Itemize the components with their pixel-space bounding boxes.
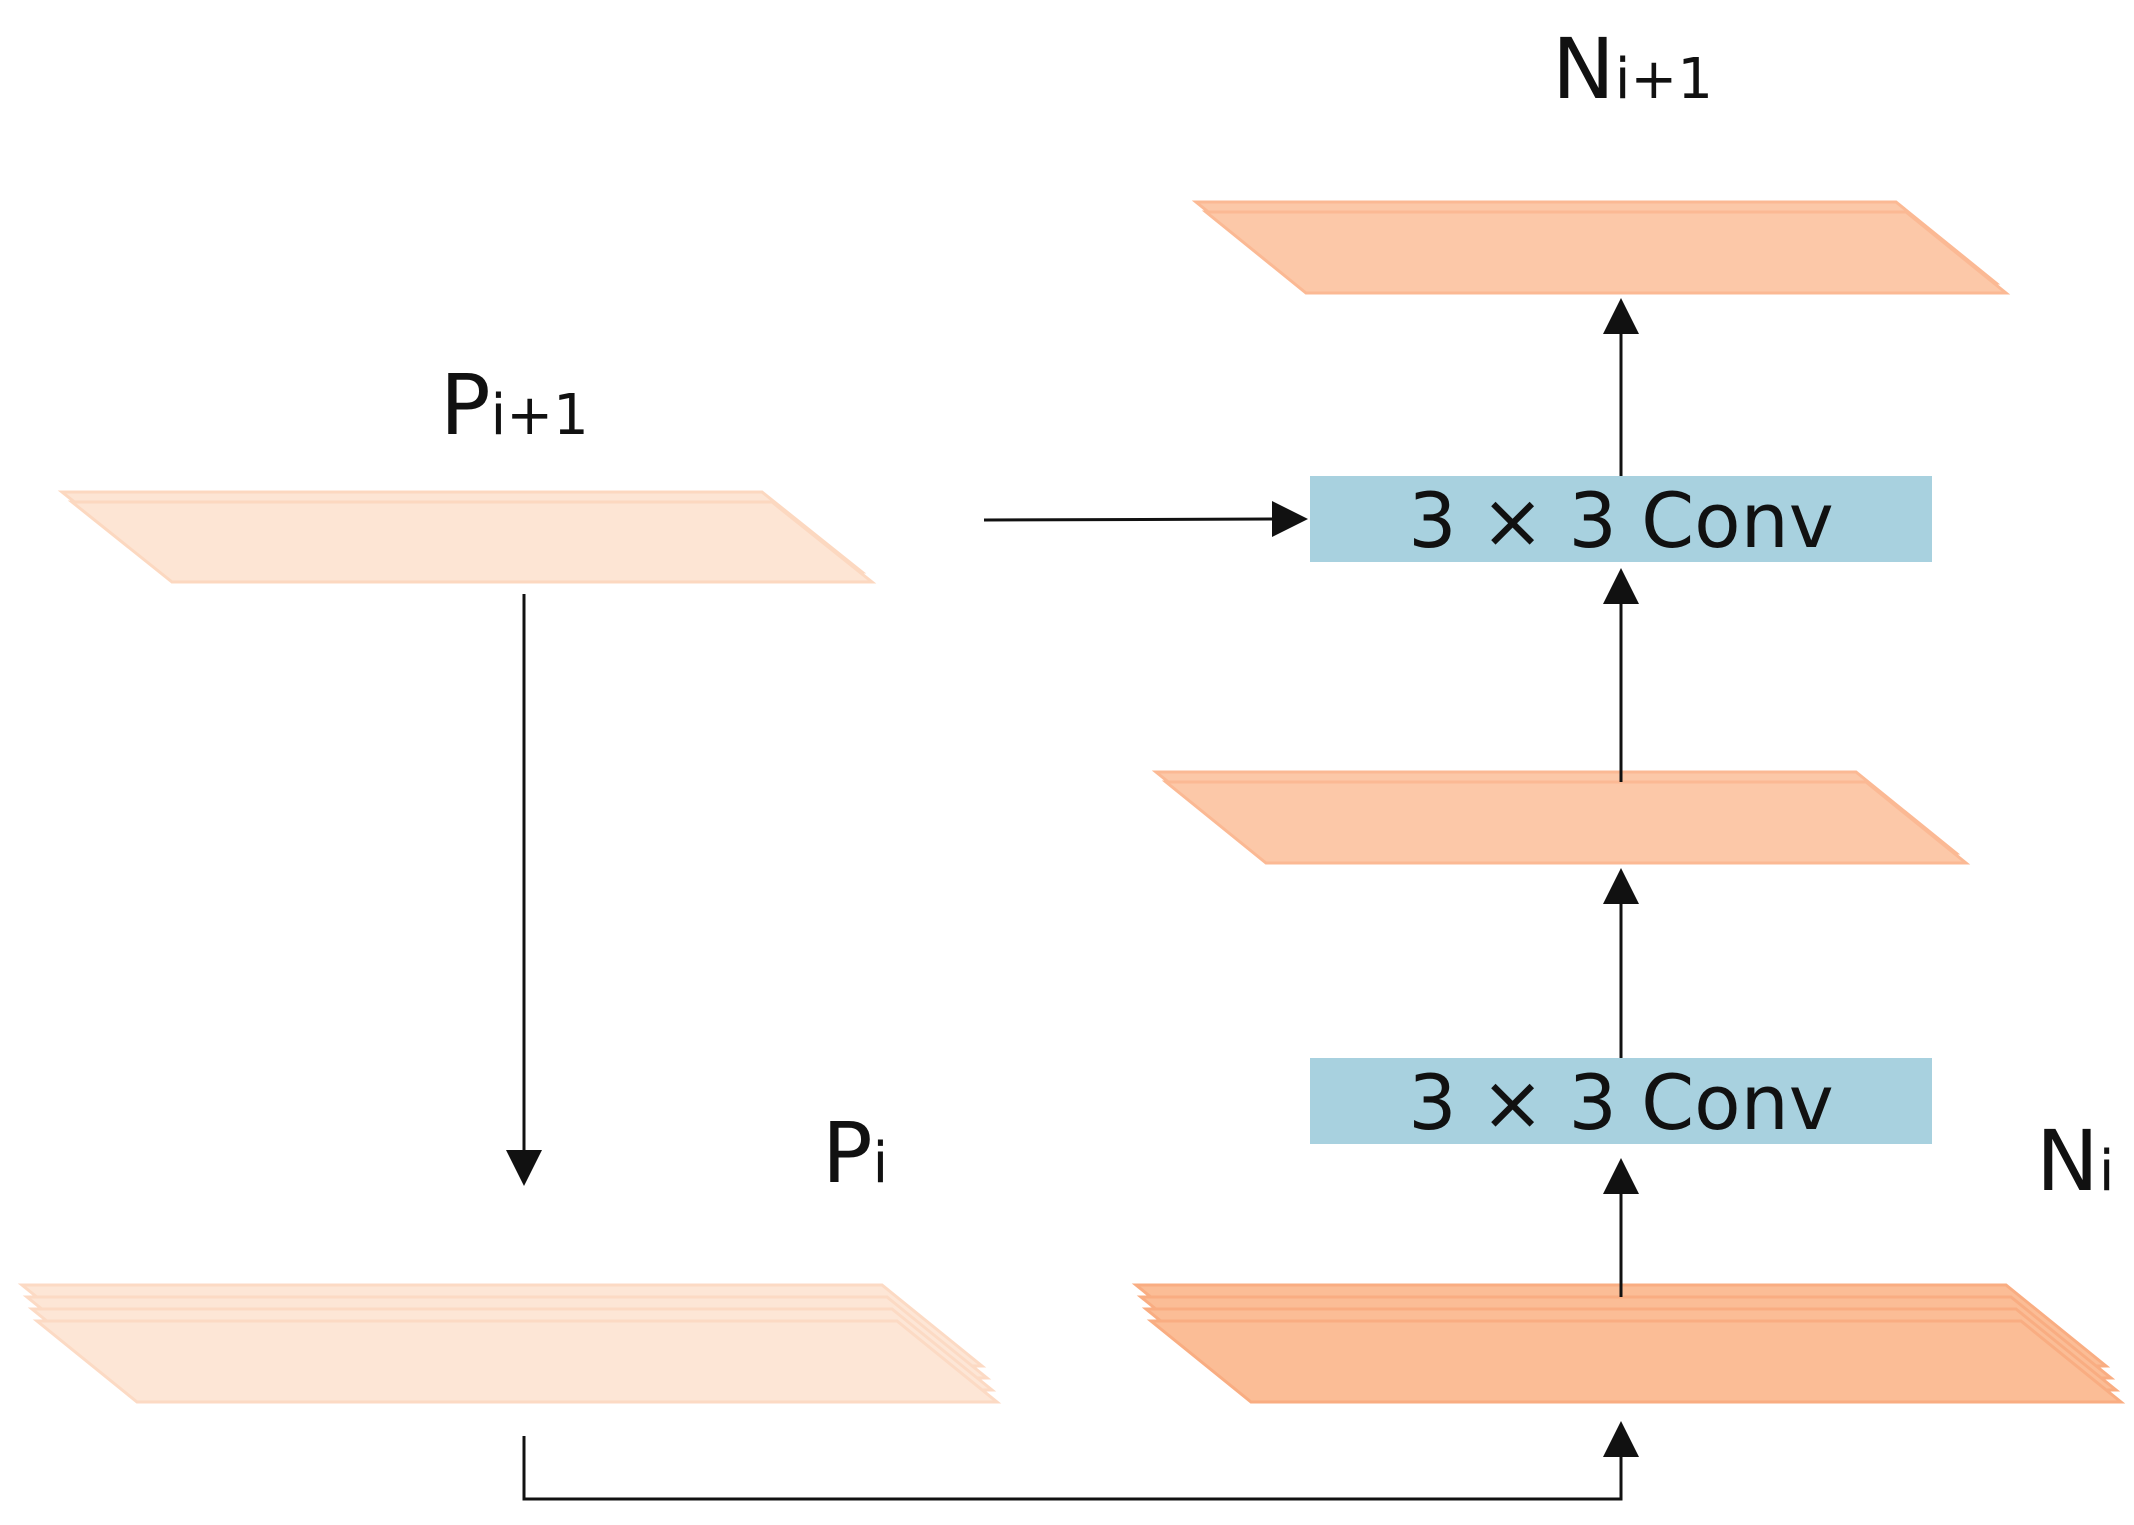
arrow-intermediate-to-upper-conv bbox=[1603, 568, 1639, 782]
feature-map-p-next bbox=[57, 490, 877, 584]
conv-block-lower: 3 × 3 Conv bbox=[1310, 1058, 1932, 1147]
label-p-next: Pi+1 bbox=[440, 356, 589, 454]
label-n-next: Ni+1 bbox=[1552, 20, 1713, 118]
label-p-current: Pi bbox=[822, 1104, 888, 1202]
arrow-upper-conv-to-n-next bbox=[1603, 298, 1639, 476]
arrow-top-down bbox=[506, 594, 542, 1186]
feature-map-n-next bbox=[1191, 200, 2011, 295]
arrow-n-cur-to-lower-conv bbox=[1603, 1158, 1639, 1297]
arrow-lower-conv-to-intermediate bbox=[1603, 868, 1639, 1058]
conv-upper-label: 3 × 3 Conv bbox=[1408, 476, 1834, 565]
arrow-skip-connection bbox=[522, 1421, 1639, 1501]
conv-block-upper: 3 × 3 Conv bbox=[1310, 476, 1932, 565]
conv-lower-label: 3 × 3 Conv bbox=[1408, 1058, 1834, 1147]
feature-map-n-intermediate bbox=[1151, 770, 1971, 865]
label-n-current: Ni bbox=[2036, 1112, 2114, 1210]
feature-map-p-current bbox=[17, 1283, 1002, 1404]
arrow-lateral-to-upper-conv bbox=[983, 501, 1308, 537]
feature-map-n-current bbox=[1131, 1283, 2126, 1404]
